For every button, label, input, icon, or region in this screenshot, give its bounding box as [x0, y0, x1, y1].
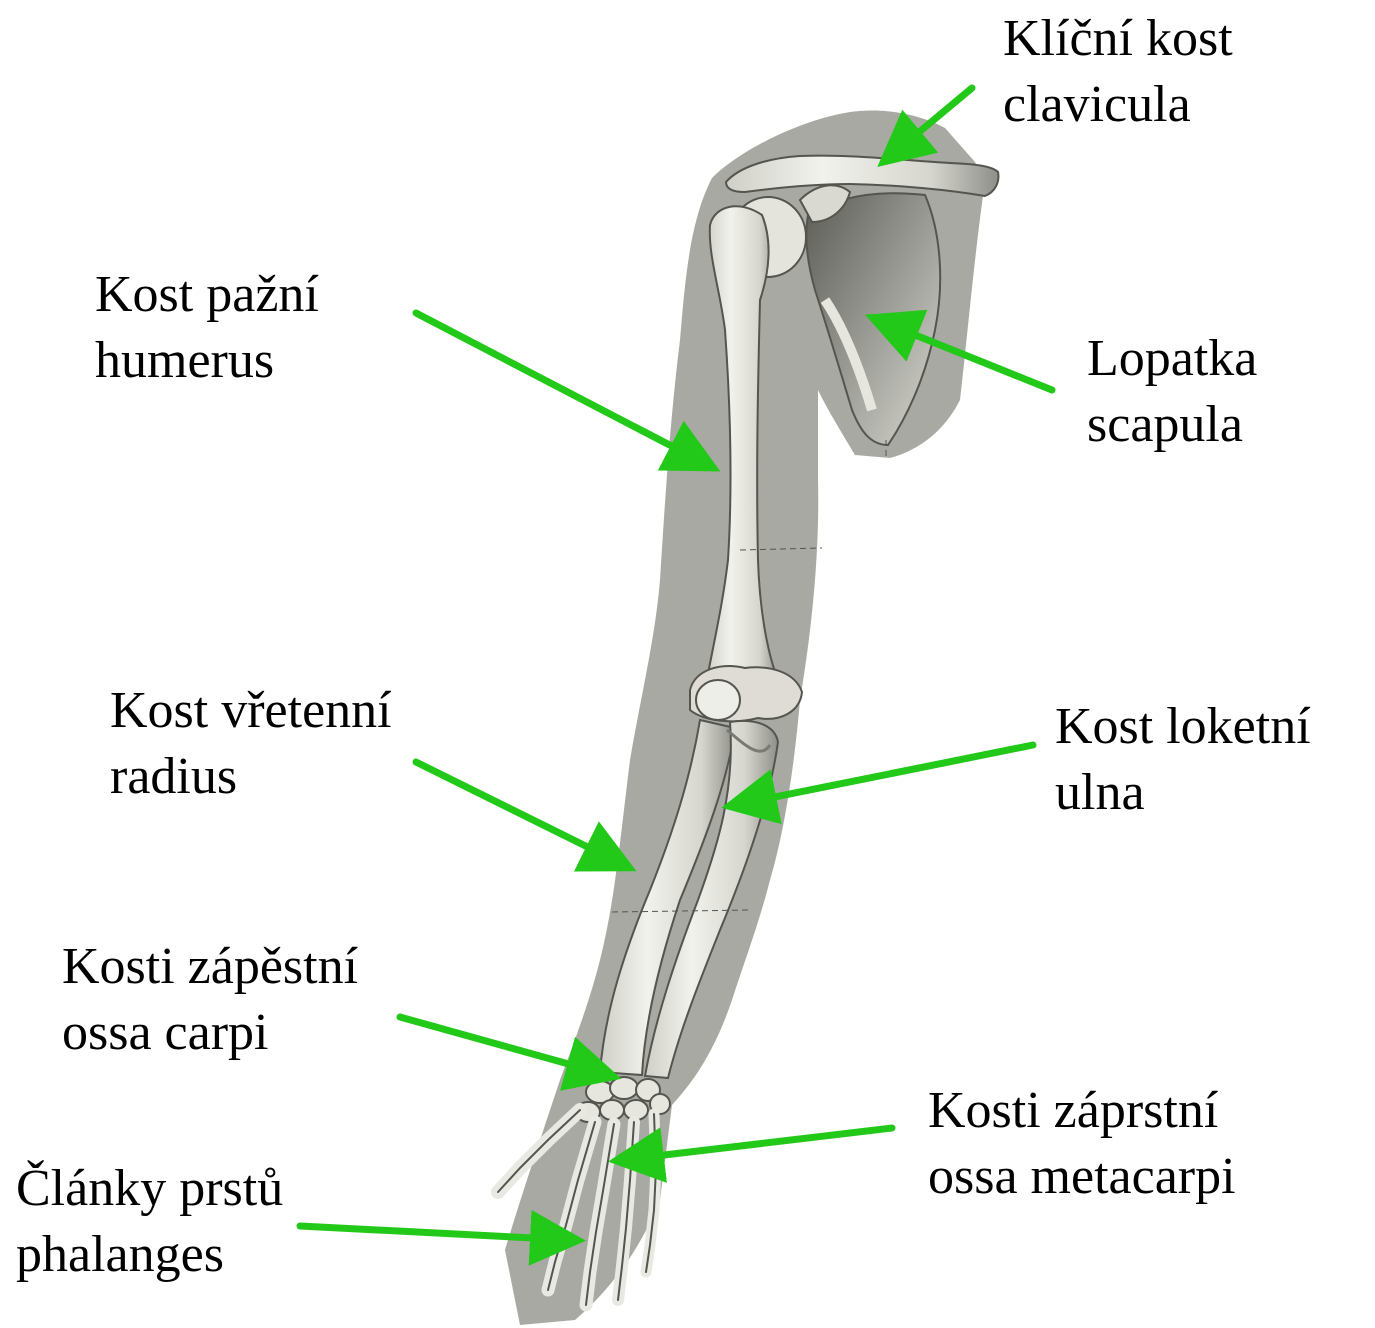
- arrow-radius: [416, 762, 624, 865]
- label-phalanges-latin: phalanges: [16, 1222, 283, 1288]
- label-radius-latin: radius: [110, 744, 392, 810]
- label-metacarpals-czech: Kosti záprstní: [928, 1078, 1236, 1144]
- capitulum: [696, 680, 740, 720]
- label-carpals: Kosti zápěstní ossa carpi: [62, 934, 358, 1066]
- label-humerus: Kost pažní humerus: [95, 262, 319, 394]
- label-metacarpals-latin: ossa metacarpi: [928, 1144, 1236, 1210]
- label-scapula-czech: Lopatka: [1087, 326, 1257, 392]
- label-clavicle-czech: Klíční kost: [1003, 6, 1233, 72]
- arrow-humerus: [416, 313, 708, 465]
- label-carpals-czech: Kosti zápěstní: [62, 934, 358, 1000]
- label-radius: Kost vřetenní radius: [110, 678, 392, 810]
- label-metacarpals: Kosti záprstní ossa metacarpi: [928, 1078, 1236, 1210]
- label-humerus-czech: Kost pažní: [95, 262, 319, 328]
- label-scapula-latin: scapula: [1087, 392, 1257, 458]
- label-ulna: Kost loketní ulna: [1055, 694, 1311, 826]
- label-ulna-latin: ulna: [1055, 760, 1311, 826]
- label-clavicle: Klíční kost clavicula: [1003, 6, 1233, 138]
- label-phalanges-czech: Články prstů: [16, 1156, 283, 1222]
- label-scapula: Lopatka scapula: [1087, 326, 1257, 458]
- label-humerus-latin: humerus: [95, 328, 319, 394]
- label-phalanges: Články prstů phalanges: [16, 1156, 283, 1288]
- label-ulna-czech: Kost loketní: [1055, 694, 1311, 760]
- label-radius-czech: Kost vřetenní: [110, 678, 392, 744]
- label-carpals-latin: ossa carpi: [62, 1000, 358, 1066]
- label-clavicle-latin: clavicula: [1003, 72, 1233, 138]
